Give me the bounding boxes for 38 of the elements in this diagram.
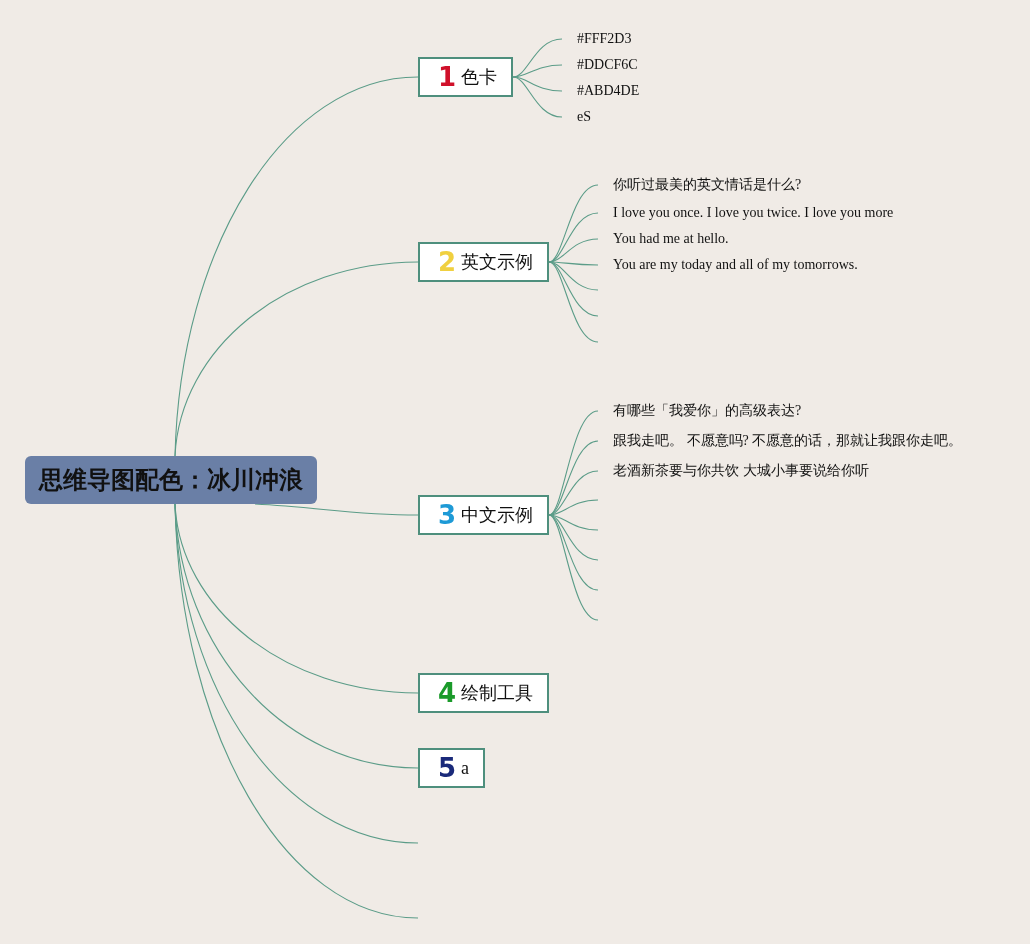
- branch-line: [254, 503, 419, 516]
- branch-line: [512, 64, 563, 78]
- topic-box: [418, 673, 550, 713]
- subtopic-text: #FFF2D3: [562, 28, 632, 50]
- topic-box: [418, 748, 486, 788]
- topic-label: 色卡: [461, 66, 498, 89]
- branch-line: [548, 514, 599, 621]
- subtopic-text: You are my today and all of my tomorrows.: [598, 254, 858, 276]
- topic-label: 英文示例: [461, 251, 534, 274]
- central-topic: 思维导图配色：冰川冲浪: [25, 456, 317, 504]
- subtopic-text: eS: [562, 106, 591, 128]
- subtopic-text: 跟我走吧。 不愿意吗? 不愿意的话，那就让我跟你走吧。: [598, 430, 963, 452]
- subtopic-text: 你听过最美的英文情话是什么?: [598, 174, 802, 196]
- number-marker: 2: [438, 248, 457, 276]
- topic-label: 中文示例: [461, 504, 534, 527]
- topic-label: a: [461, 757, 470, 779]
- number-marker: 4: [438, 679, 457, 707]
- branch-line: [548, 261, 599, 343]
- number-marker: 1: [438, 63, 457, 91]
- branch-line: [512, 76, 563, 118]
- branch-line: [548, 440, 599, 516]
- branch-line: [512, 76, 563, 92]
- branch-line: [174, 76, 419, 457]
- subtopic-text: 有哪些「我爱你」的高级表达?: [598, 400, 802, 422]
- topic-box: [418, 57, 514, 97]
- branch-line: [174, 503, 419, 919]
- subtopic-text: 老酒新茶要与你共饮 大城小事要说给你听: [598, 460, 869, 482]
- subtopic-text: #DDCF6C: [562, 54, 638, 76]
- subtopic-text: #ABD4DE: [562, 80, 640, 102]
- topic-box: [418, 495, 550, 535]
- topic-label: 绘制工具: [461, 682, 534, 705]
- branch-line: [174, 261, 419, 457]
- branch-line: [548, 184, 599, 263]
- topic-box: [418, 242, 550, 282]
- subtopic-text: I love you once. I love you twice. I love you more: [598, 202, 894, 224]
- number-marker: 5: [438, 754, 457, 782]
- subtopic-text: You had me at hello.: [598, 228, 729, 250]
- number-marker: 3: [438, 501, 457, 529]
